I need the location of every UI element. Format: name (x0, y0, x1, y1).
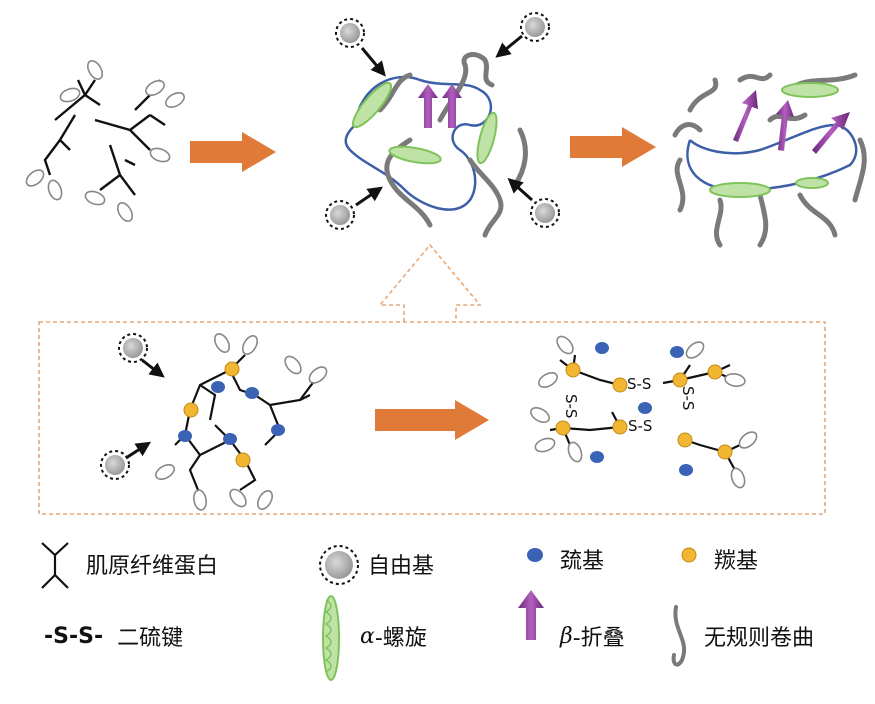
mechanism-box (38, 321, 826, 515)
process-arrow-2 (570, 127, 656, 167)
mechanism-pointer (378, 243, 482, 322)
free-radical-icon (319, 545, 359, 585)
random-coil-icon (671, 605, 687, 667)
process-arrow-1 (190, 132, 276, 172)
legend-beta-prefix: β (560, 623, 573, 649)
legend-disulfide-symbol: -S-S- (44, 623, 104, 649)
legend-alpha-label: -螺旋 (374, 626, 427, 651)
process-arrow-3 (375, 400, 489, 440)
legend-carbonyl-label: 羰基 (714, 549, 759, 574)
beta-sheet (418, 84, 462, 128)
legend-free-radical: 自由基 (368, 548, 434, 580)
legend-alpha-helix: α -螺旋 (360, 620, 427, 652)
legend-alpha-prefix: α (360, 623, 375, 649)
ss-bond-2: S-S (628, 417, 652, 435)
legend-disulfide-label: 二硫键 (117, 626, 184, 651)
free-radicals-top (325, 12, 560, 230)
alpha-helix-icon (322, 595, 340, 681)
ss-bond-1: S-S (627, 375, 651, 393)
legend-disulfide: -S-S- 二硫键 (44, 620, 183, 652)
myofibril-icon (41, 542, 69, 589)
carbonyl-dot-icon (681, 547, 697, 563)
box-before (100, 333, 328, 511)
sulfhydryl-dot-icon (527, 548, 543, 562)
legend-carbonyl: 羰基 (714, 543, 758, 575)
legend-beta-sheet: β -折叠 (560, 620, 625, 652)
ss-bond-4: S-S (679, 386, 697, 410)
aggregated-protein (672, 72, 867, 248)
sulfhydryl-groups (178, 381, 285, 445)
alpha-helix (351, 81, 498, 165)
legend-myofibril: 肌原纤维蛋白 (86, 548, 218, 580)
box-after: S-S S-S S-S S-S (530, 335, 758, 489)
ss-bond-3: S-S (562, 394, 580, 418)
legend-beta-label: -折叠 (572, 626, 625, 651)
beta-sheet-arrow-icon (518, 590, 544, 640)
legend-free-radical-label: 自由基 (368, 554, 435, 579)
attacked-protein (344, 52, 528, 238)
legend-random-coil: 无规则卷曲 (704, 620, 814, 652)
legend-myofibril-label: 肌原纤维蛋白 (86, 554, 219, 579)
legend-sulfhydryl-label: 巯基 (560, 549, 605, 574)
legend-random-coil-label: 无规则卷曲 (704, 626, 815, 651)
carbonyl-groups (183, 361, 251, 468)
legend-sulfhydryl: 巯基 (560, 543, 604, 575)
